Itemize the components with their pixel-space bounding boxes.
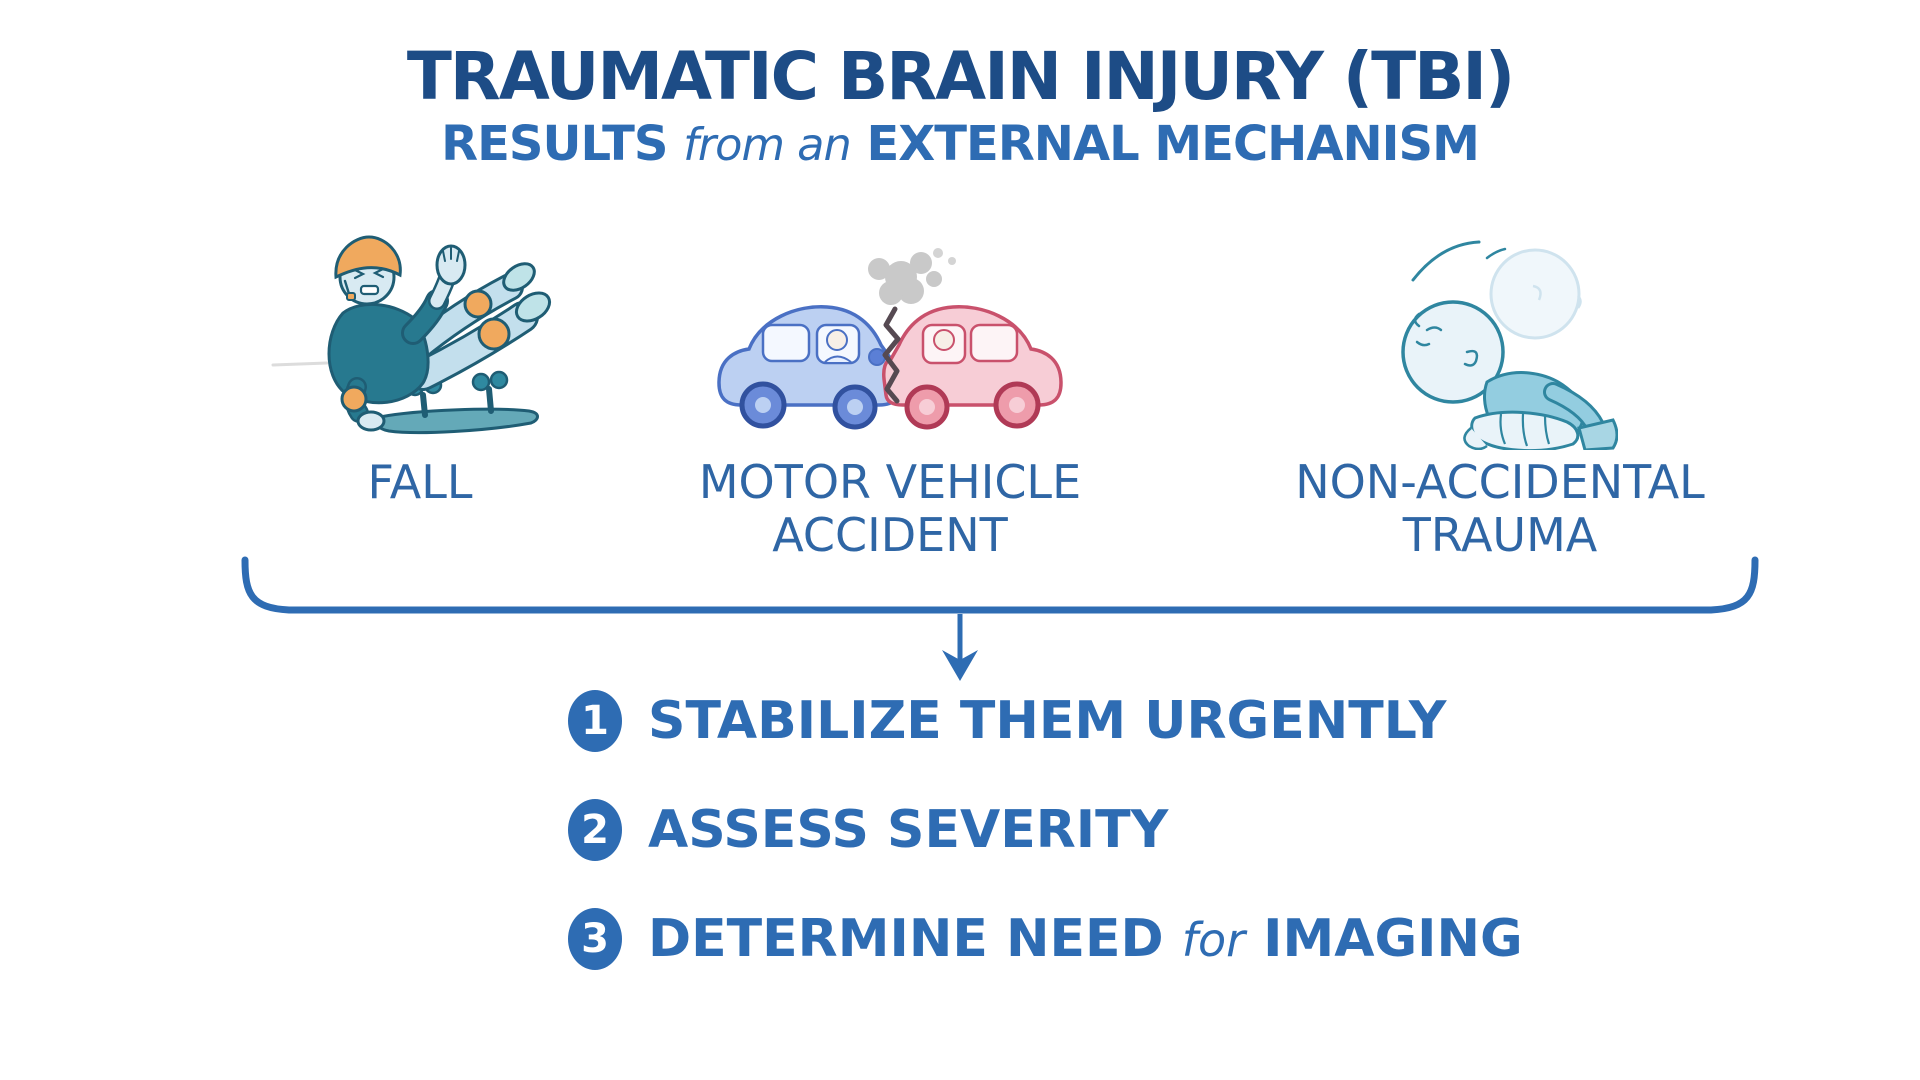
step-number-badge: 2 (568, 799, 622, 861)
subtitle-pre: RESULTS (441, 116, 668, 172)
adult-hands (1462, 410, 1618, 450)
ghost-head (1489, 248, 1582, 340)
cause-label-line1: FALL (367, 455, 473, 509)
skateboard-fall-icon (271, 235, 552, 435)
step-determine-imaging: 3 DETERMINE NEED for IMAGING (568, 908, 1523, 970)
car-crash-illustration (680, 205, 1100, 450)
step-stabilize: 1 STABILIZE THEM URGENTLY (568, 690, 1523, 752)
cause-fall: FALL (210, 205, 630, 509)
cause-label-motor-vehicle-accident: MOTOR VEHICLE ACCIDENT (680, 455, 1100, 563)
car-crash-icon (717, 248, 1063, 430)
fall-illustration (210, 205, 630, 450)
step-number-badge: 3 (568, 908, 622, 970)
grouping-brace (235, 552, 1765, 687)
down-arrow-head (942, 650, 978, 681)
step-text-pre: DETERMINE NEED (648, 909, 1164, 969)
skateboard (374, 370, 539, 435)
baby-head (1400, 300, 1505, 404)
motion-arc (1411, 240, 1480, 282)
cause-label-fall: FALL (210, 455, 630, 509)
collision-crack (882, 306, 901, 404)
cause-label-line2: TRAUMA (1402, 508, 1598, 563)
red-car (882, 305, 1063, 430)
step-text: DETERMINE NEED for IMAGING (648, 909, 1523, 969)
blue-car (717, 305, 900, 430)
shaken-infant-illustration (1290, 205, 1710, 450)
management-steps: 1 STABILIZE THEM URGENTLY 2 ASSESS SEVER… (568, 690, 1523, 1017)
step-text: ASSESS SEVERITY (648, 800, 1169, 860)
step-assess-severity: 2 ASSESS SEVERITY (568, 799, 1523, 861)
subtitle: RESULTS from an EXTERNAL MECHANISM (0, 116, 1920, 172)
step-text-post: IMAGING (1263, 909, 1523, 969)
shaken-infant-icon (1400, 240, 1618, 450)
cause-non-accidental-trauma: NON-ACCIDENTAL TRAUMA (1290, 205, 1710, 563)
step-number-badge: 1 (568, 690, 622, 752)
smoke-puffs (868, 248, 956, 305)
subtitle-post: EXTERNAL MECHANISM (866, 116, 1479, 172)
helmet (334, 235, 402, 301)
step-text: STABILIZE THEM URGENTLY (648, 691, 1447, 751)
page-title: TRAUMATIC BRAIN INJURY (TBI) (406, 38, 1515, 115)
cause-label-line1: NON-ACCIDENTAL (1295, 455, 1705, 509)
brace-arrow-icon (241, 556, 1759, 681)
adult-sleeve-cuff (1576, 418, 1618, 450)
subtitle-script-word: from an (683, 119, 852, 171)
step-text-script-word: for (1181, 913, 1246, 967)
cause-label-line2: ACCIDENT (772, 508, 1008, 563)
cause-label-non-accidental-trauma: NON-ACCIDENTAL TRAUMA (1290, 455, 1710, 563)
cause-motor-vehicle-accident: MOTOR VEHICLE ACCIDENT (680, 205, 1100, 563)
cause-label-line1: MOTOR VEHICLE (698, 455, 1082, 509)
